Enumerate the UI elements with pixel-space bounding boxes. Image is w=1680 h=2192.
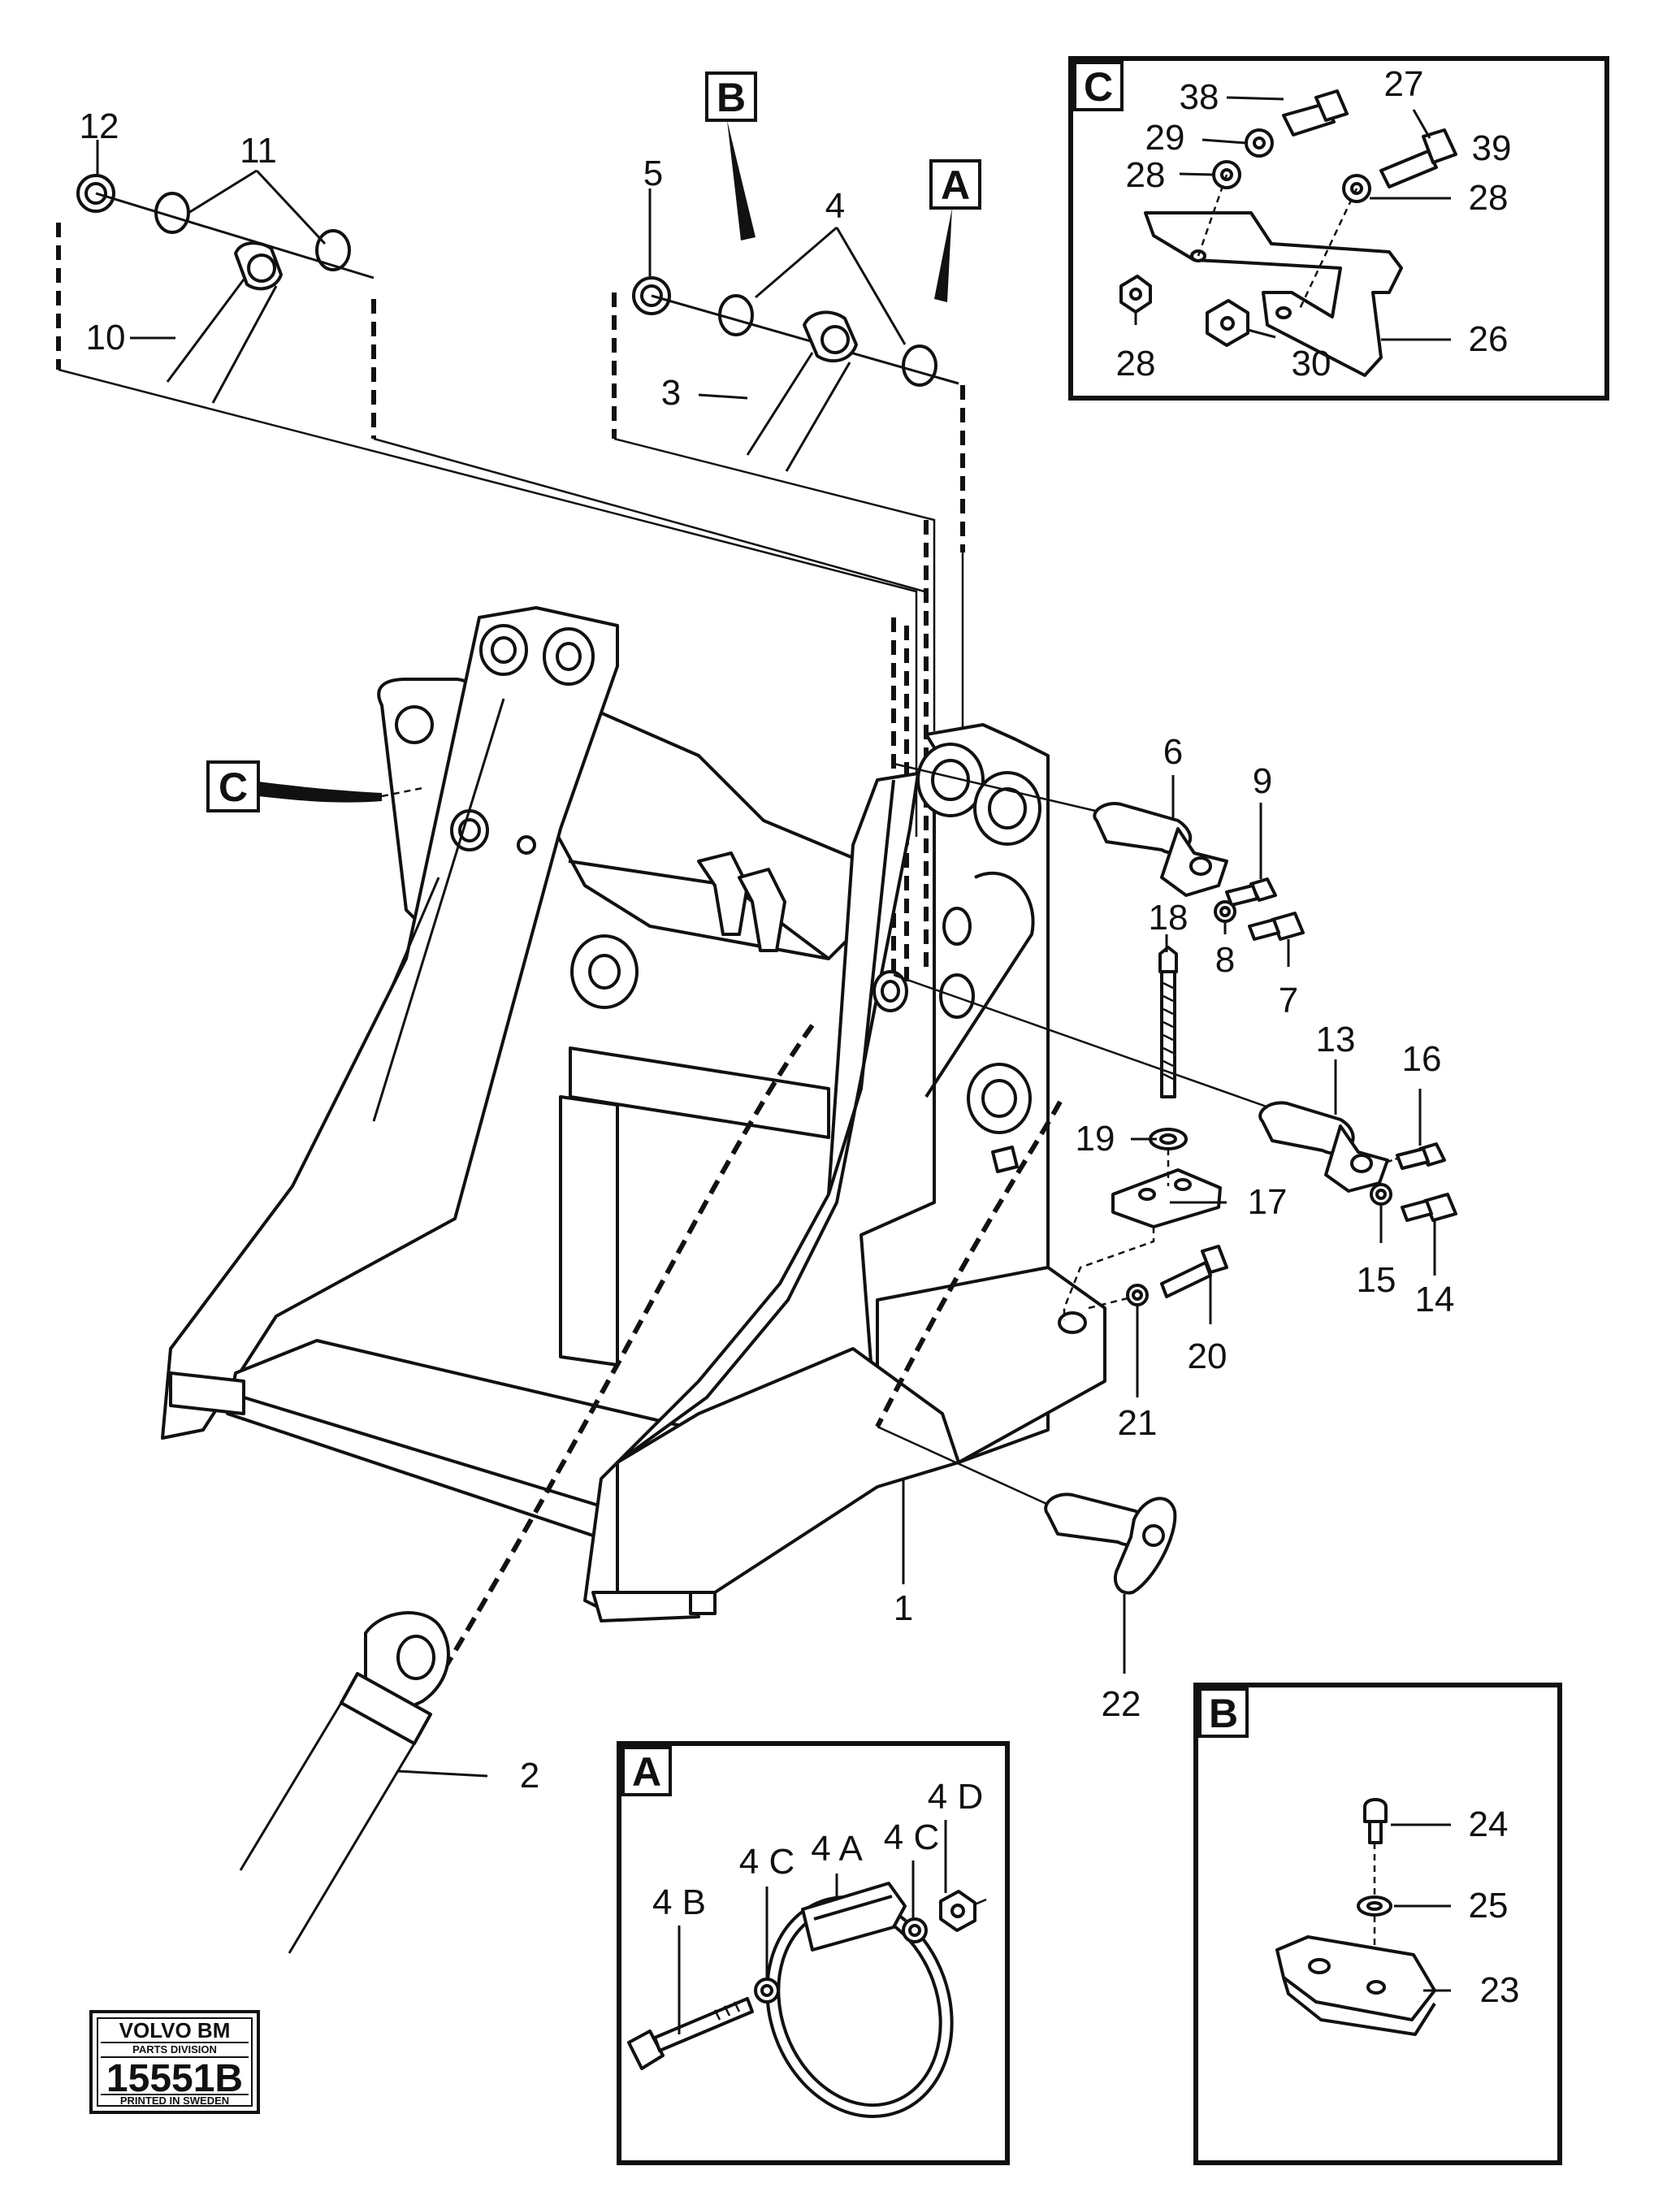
tag-c-pointer: C [219, 765, 248, 810]
main-frame-1 [161, 606, 1106, 1688]
callout-4: 4 [825, 186, 845, 226]
callout-9: 9 [1253, 761, 1272, 801]
callout-3: 3 [661, 373, 681, 413]
inset-b-tag: B [1209, 1691, 1238, 1736]
callout-19: 19 [1076, 1119, 1115, 1159]
callout-26: 26 [1469, 319, 1509, 359]
tag-a-pointer-box [929, 159, 981, 210]
callout-25: 25 [1469, 1886, 1509, 1926]
callout-24: 24 [1469, 1804, 1509, 1844]
callout-21: 21 [1118, 1403, 1158, 1443]
tag-b-pointer-box [705, 71, 757, 122]
arm-3-group: B A 5 4 3 [612, 71, 981, 552]
callout-1: 1 [894, 1588, 913, 1628]
lift-arm-10-group: 12 11 10 [56, 106, 376, 439]
callout-27: 27 [1384, 64, 1424, 104]
inset-panel-a: A 4 B 4 C 4 A 4 C 4 D [617, 1741, 1010, 2165]
callout-29: 29 [1145, 118, 1185, 158]
callout-15: 15 [1357, 1260, 1396, 1300]
plate-17-group: 18 19 17 20 21 [1063, 898, 1288, 1443]
callout-4d: 4 D [928, 1777, 983, 1817]
inset-panel-c: C 38 27 39 29 28 28 [1068, 56, 1609, 401]
callout-4c-left: 4 C [739, 1842, 795, 1882]
callout-6: 6 [1163, 732, 1183, 772]
callout-16: 16 [1402, 1039, 1442, 1079]
callout-4b: 4 B [652, 1882, 706, 1922]
callout-22: 22 [1102, 1684, 1141, 1724]
callout-28-lower: 28 [1116, 344, 1156, 383]
stamp-footer: PRINTED IN SWEDEN [120, 2095, 229, 2107]
callout-8: 8 [1215, 940, 1235, 980]
pin-22-group: 22 [1044, 1492, 1177, 1724]
inset-a-tag: A [632, 1749, 661, 1795]
callout-4c-right: 4 C [884, 1817, 939, 1857]
tag-c-pointer-box [206, 760, 260, 812]
callout-17: 17 [1248, 1182, 1288, 1222]
callout-13: 13 [1316, 1020, 1356, 1059]
callout-38: 38 [1180, 77, 1219, 117]
callout-7: 7 [1279, 981, 1298, 1020]
callout-30: 30 [1292, 344, 1331, 383]
callout-28-upper-left: 28 [1126, 155, 1166, 195]
callout-2: 2 [520, 1756, 539, 1796]
callout-28-right: 28 [1469, 178, 1509, 218]
callout-14: 14 [1415, 1280, 1455, 1319]
stamp-division: PARTS DIVISION [132, 2043, 217, 2056]
callout-12: 12 [80, 106, 119, 146]
stamp-brand: VOLVO BM [119, 2018, 231, 2043]
callout-11: 11 [240, 131, 277, 171]
callout-5: 5 [643, 154, 663, 193]
cylinder-2: 2 [239, 1611, 539, 1954]
pin-13-group: 13 16 15 14 [893, 973, 1457, 1319]
callout-39: 39 [1472, 128, 1512, 168]
callout-18: 18 [1149, 898, 1189, 938]
tag-b-pointer: B [717, 75, 746, 120]
bolt-38 [1282, 89, 1349, 136]
callout-10: 10 [86, 318, 126, 357]
callout-23: 23 [1480, 1970, 1520, 2010]
stamp-number: 15551B [106, 2057, 243, 2100]
callout-20: 20 [1188, 1336, 1228, 1376]
bolt-39 [1379, 128, 1457, 188]
pin-6-group: 6 9 8 7 [893, 732, 1305, 1020]
tag-a-pointer: A [941, 162, 970, 208]
callout-4a: 4 A [811, 1829, 863, 1869]
volvo-bm-stamp: VOLVO BM PARTS DIVISION 15551B PRINTED I… [89, 2010, 260, 2114]
inset-panel-b: B 24 25 23 [1193, 1683, 1562, 2165]
inset-c-tag: C [1084, 64, 1113, 110]
